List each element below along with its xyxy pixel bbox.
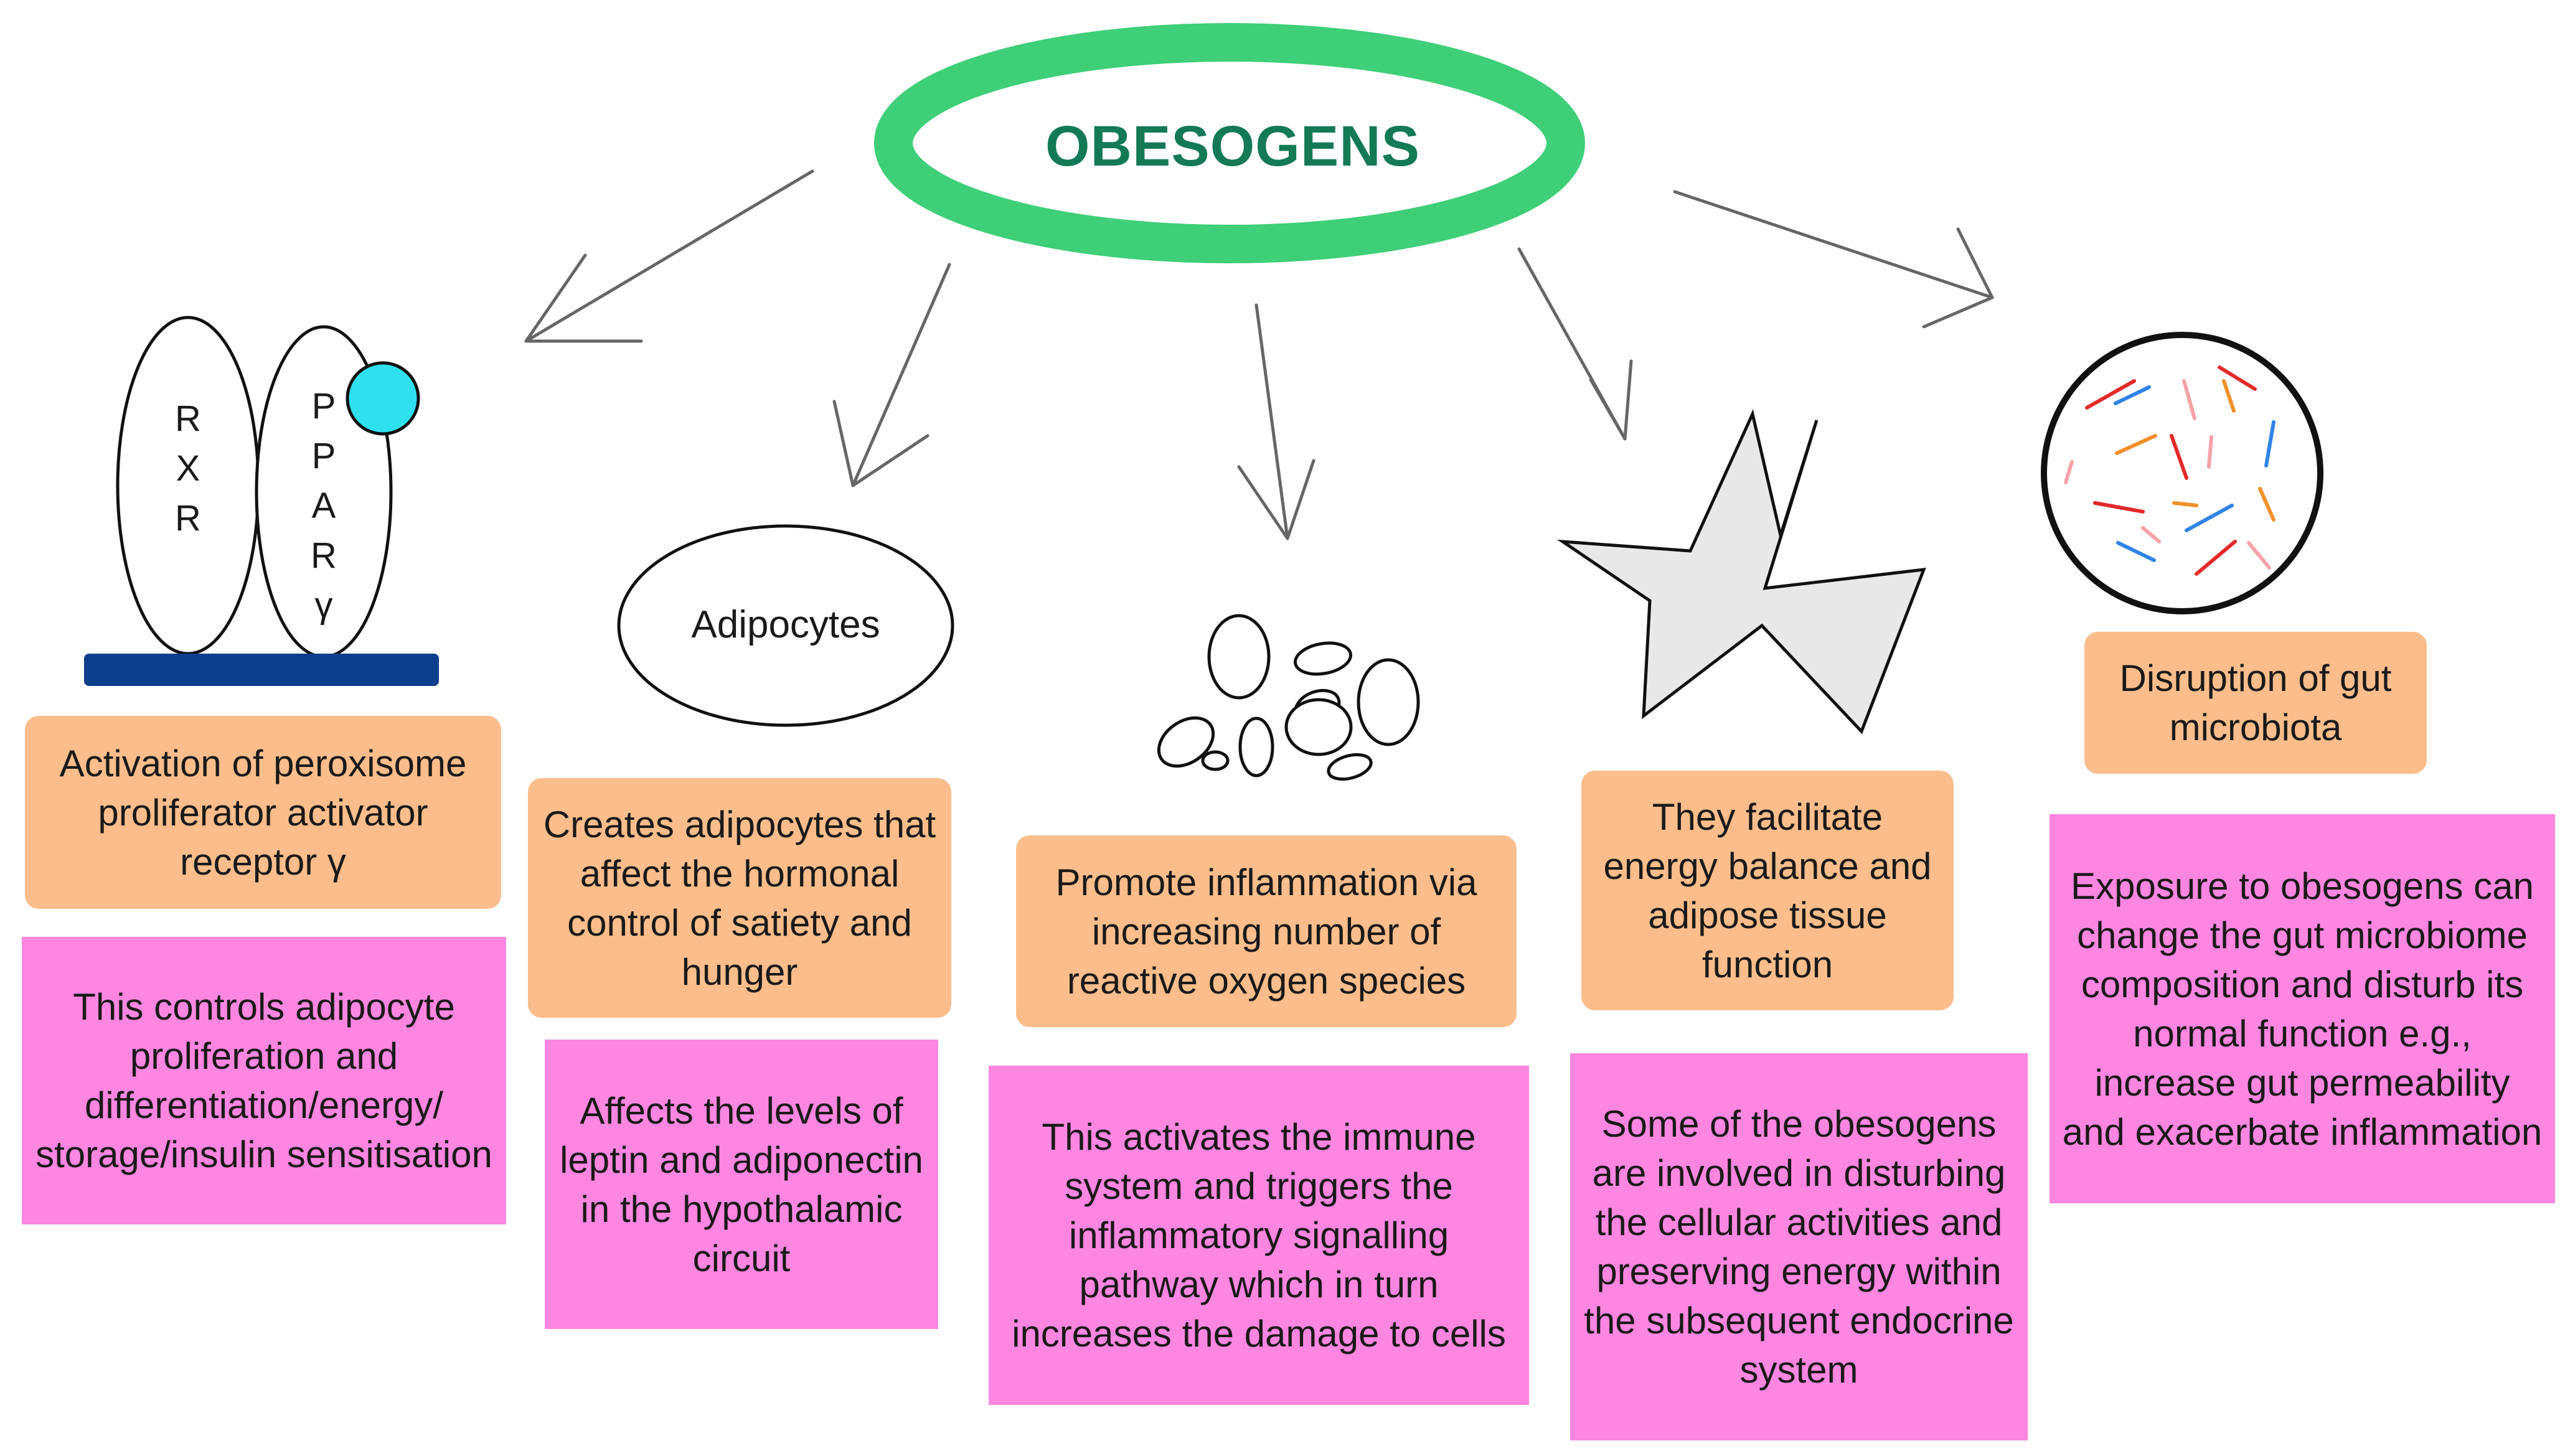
bacterium [2114,385,2151,405]
detail-box-adipocytes: Affects the levels of leptin and adipone… [545,1040,938,1329]
effect-box-adipocytes: Creates adipocytes that affect the hormo… [528,778,951,1018]
energy-star-icon [1556,409,1926,735]
bacterium [2182,379,2196,420]
detail-box-energy: Some of the obesogens are involved in di… [1570,1053,2028,1440]
detail-box-inflammation: This activates the immune system and tri… [989,1066,1529,1405]
petri-dish-microbiota-icon [2041,332,2323,614]
arrow-to-microbiota [1673,190,1994,329]
bacterium [2185,504,2234,532]
particle [1357,658,1420,746]
bacterium [2258,487,2276,522]
title-ring [874,23,1585,263]
bacterium [2115,434,2157,455]
diagram-title: OBESOGENS [1045,114,1420,178]
adipocyte-oval [617,524,954,727]
arrow-to-inflammation [1237,303,1315,540]
bacterium [2218,365,2257,391]
receptor-base-bar [84,654,439,686]
bacterium [2141,526,2161,543]
bacterium [2264,420,2276,467]
ros-particles-icon [1157,614,1420,781]
detail-box-ppar: This controls adipocyte proliferation an… [22,937,506,1224]
bacterium [2170,434,2188,480]
effect-box-ppar: Activation of peroxisome proliferator ac… [25,716,501,909]
arrow-to-receptor [524,169,814,343]
effect-box-energy: They facilitate energy balance and adipo… [1581,771,1954,1010]
bacterium [2195,540,2237,576]
effect-box-microbiota: Disruption of gut microbiota [2084,632,2427,774]
particle [1327,753,1373,781]
particle [1207,614,1271,700]
ligand-circle [346,361,420,436]
bacterium [2247,541,2271,570]
detail-box-microbiota: Exposure to obesogens can change the gut… [2050,814,2555,1203]
bacterium [2207,435,2213,469]
effect-box-inflammation: Promote inflammation via increasing numb… [1016,835,1517,1027]
bacterium [2093,501,2145,514]
bacterium [2172,501,2198,507]
bacterium [2116,541,2156,562]
particle [1284,698,1353,756]
arrow-to-energy [1517,247,1633,441]
bacterium [2222,379,2236,413]
particle [1201,750,1230,771]
adipocyte-label: Adipocytes [691,603,880,646]
particle [1293,641,1353,676]
bacterium [2085,379,2136,410]
adipocyte-cell-icon: Adipocytes [617,524,954,727]
particle [1238,716,1274,777]
petri-dish [2041,332,2323,614]
bacterium [2064,460,2074,484]
particle [1157,716,1215,768]
arrow-to-adipocytes [832,263,951,487]
